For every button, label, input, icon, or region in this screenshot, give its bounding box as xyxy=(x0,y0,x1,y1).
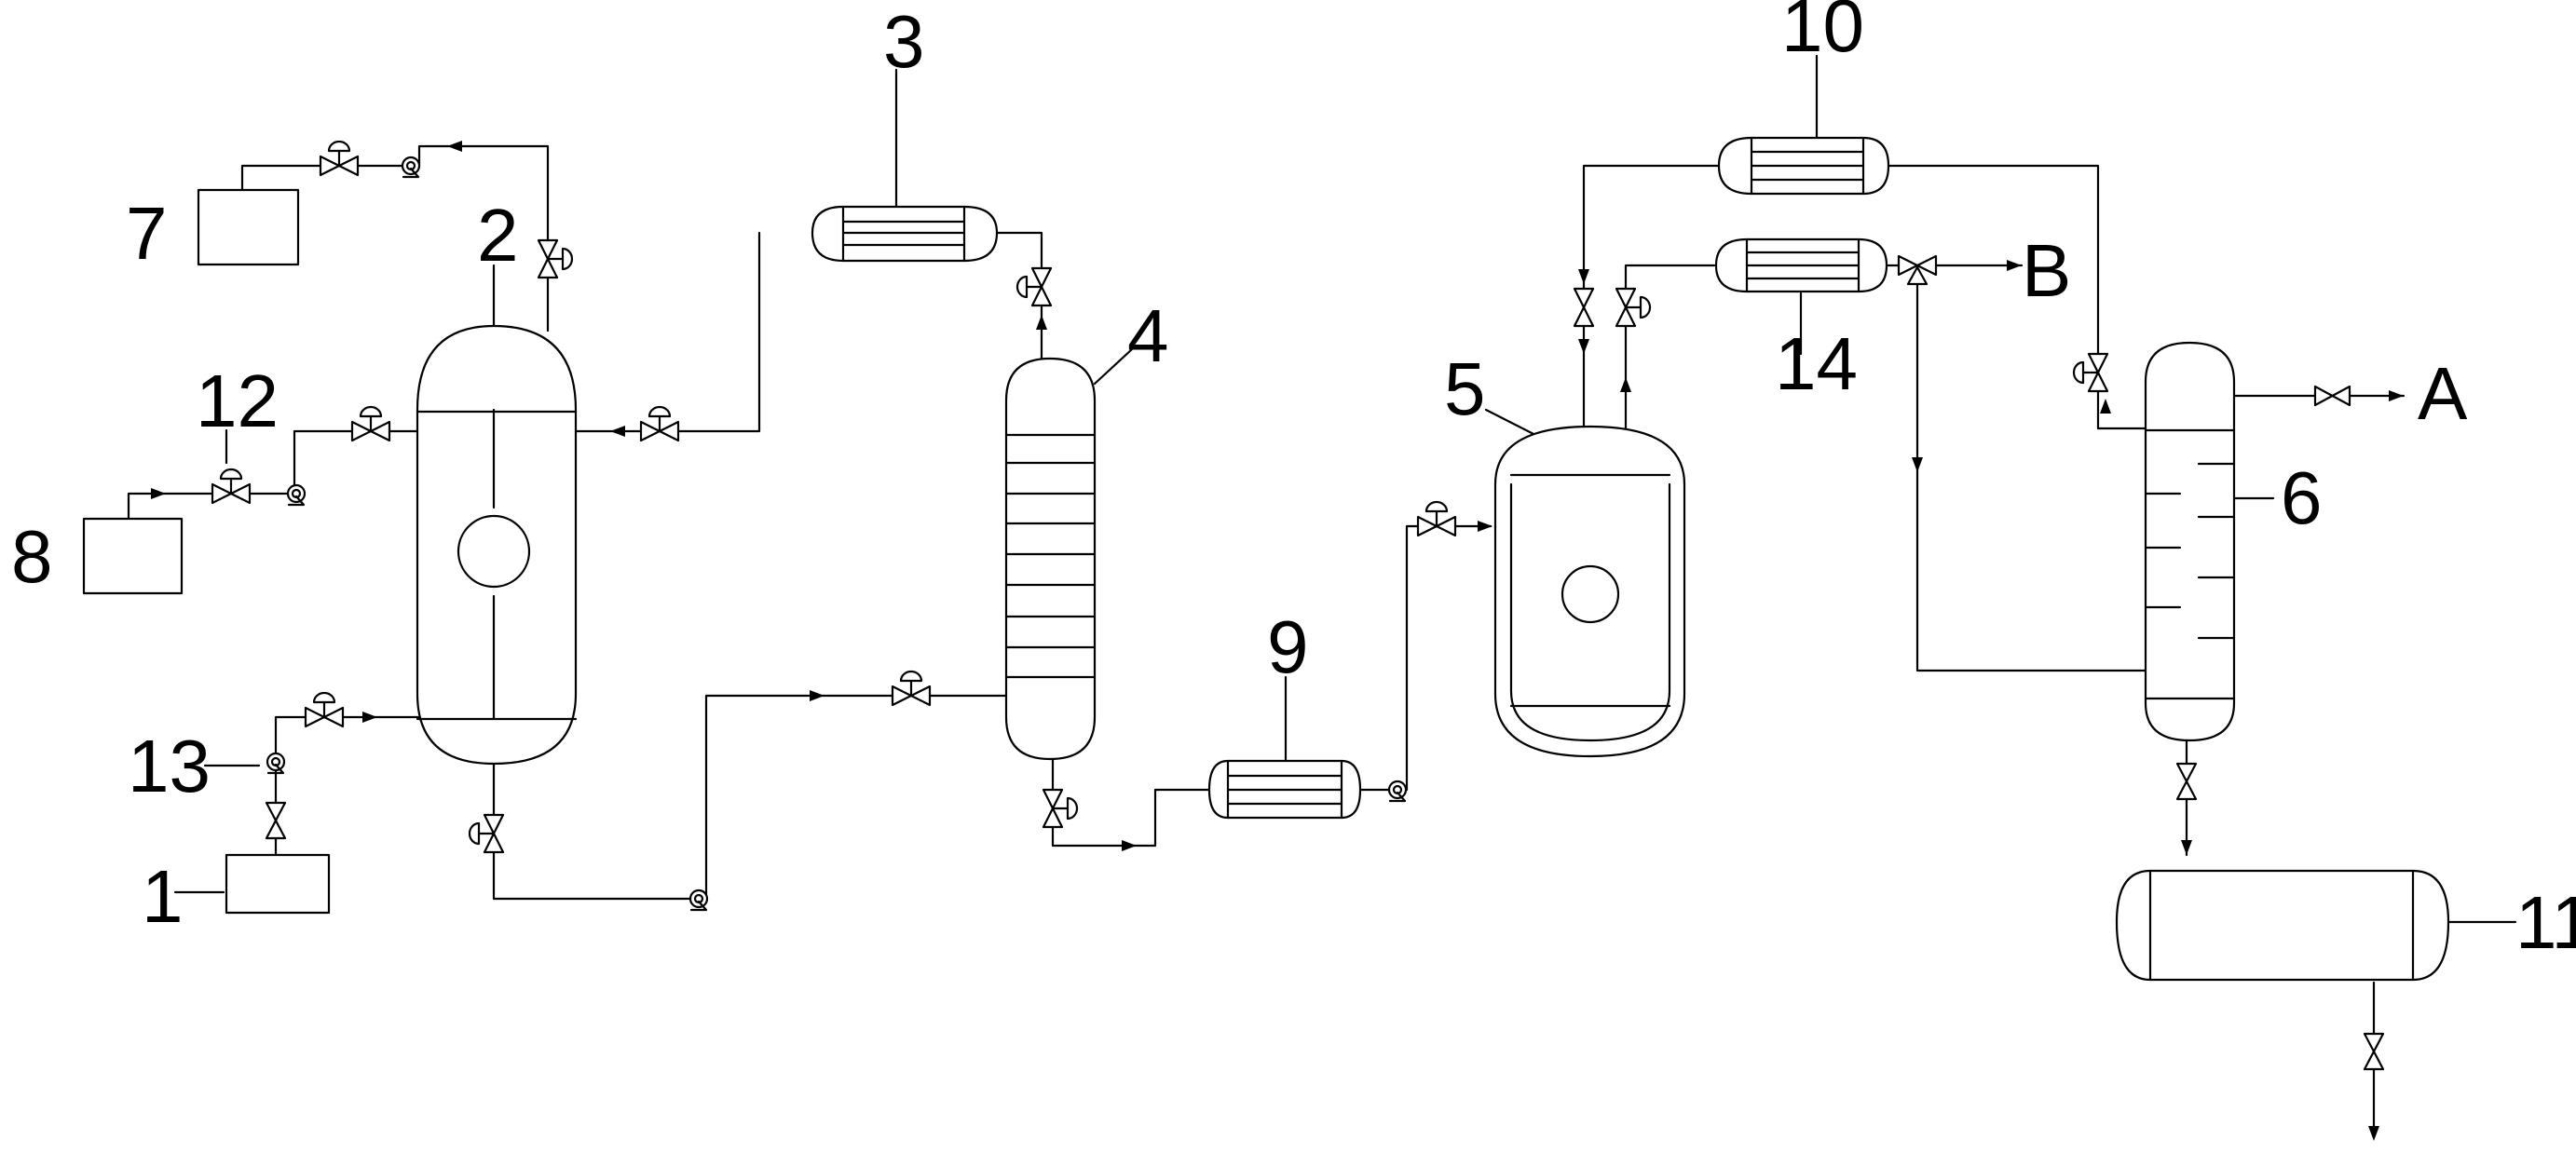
label-6: 6 xyxy=(2281,456,2323,539)
pipe-8-to-reactor-2 xyxy=(127,429,423,522)
control-valve-icon xyxy=(537,238,574,279)
pipe-condenser-3-to-reactor-2 xyxy=(574,231,761,433)
leader-4 xyxy=(1093,347,1134,386)
control-valve-icon xyxy=(211,468,252,505)
control-valve-icon xyxy=(1615,287,1652,328)
control-valve-icon xyxy=(1042,788,1079,829)
valve-icon xyxy=(2313,385,2351,407)
arrow-icon xyxy=(151,488,166,499)
label-14: 14 xyxy=(1775,322,1858,405)
label-8: 8 xyxy=(11,515,53,598)
control-valve-icon xyxy=(639,405,680,442)
arrow-icon xyxy=(2368,1126,2379,1141)
arrow-icon xyxy=(1122,840,1137,851)
tank-1 xyxy=(225,853,331,915)
label-13: 13 xyxy=(128,725,211,807)
arrow-icon xyxy=(1578,269,1589,284)
tank-8 xyxy=(82,517,184,595)
arrow-icon xyxy=(2181,840,2192,855)
leader-5 xyxy=(1484,408,1539,438)
label-3: 3 xyxy=(883,0,925,83)
exchanger-14 xyxy=(1714,237,1888,293)
arrow-icon xyxy=(1036,315,1047,330)
pipe-column-4-top-to-condenser-3 xyxy=(995,231,1043,362)
exchanger-9 xyxy=(1207,759,1362,820)
reactor-2 xyxy=(416,324,578,766)
pipe-exchanger-14-to-column-6 xyxy=(1915,264,2147,672)
tank-7 xyxy=(197,188,300,266)
control-valve-icon xyxy=(1015,266,1053,307)
label-9: 9 xyxy=(1267,605,1309,688)
arrow-icon xyxy=(447,141,462,152)
control-valve-icon xyxy=(2072,352,2109,393)
control-valve-icon xyxy=(304,691,345,728)
valve-icon xyxy=(265,801,287,840)
label-12: 12 xyxy=(196,359,279,442)
label-2: 2 xyxy=(477,194,519,277)
condenser-3 xyxy=(811,205,999,263)
arrow-icon xyxy=(2389,390,2404,401)
pipe-reactor-2-top-to-7 xyxy=(417,144,550,332)
arrow-icon xyxy=(610,426,625,437)
condenser-10 xyxy=(1717,136,1890,196)
three-way-valve-icon xyxy=(1897,254,1938,286)
label-B: B xyxy=(2022,229,2071,312)
control-valve-icon xyxy=(1416,500,1457,537)
tank-11 xyxy=(2115,869,2450,982)
valve-icon xyxy=(2363,1032,2385,1071)
pump-icon xyxy=(286,483,307,507)
arrow-icon xyxy=(1620,377,1631,392)
pump-icon xyxy=(688,888,709,912)
pipe-column-4-bottom-to-exchanger-9 xyxy=(1051,754,1213,848)
pipe-condenser-10-to-reactor-5 xyxy=(1582,164,1721,432)
label-10: 10 xyxy=(1781,0,1864,67)
control-valve-icon xyxy=(350,405,391,442)
pump-icon xyxy=(401,156,421,179)
label-7: 7 xyxy=(126,192,168,275)
label-11: 11 xyxy=(2515,881,2576,964)
reactor-5 xyxy=(1493,425,1686,758)
pipe-reactor-5-to-exchanger-14 xyxy=(1624,264,1716,432)
pump-icon xyxy=(1387,780,1408,803)
column-6 xyxy=(2144,341,2236,742)
control-valve-icon xyxy=(319,140,360,177)
pump-icon xyxy=(266,752,286,775)
flow-arrows xyxy=(151,141,2404,1141)
pipe-exchanger-9-to-reactor-5 xyxy=(1356,524,1492,792)
arrow-icon xyxy=(810,690,825,701)
control-valve-icon xyxy=(468,813,505,854)
label-1: 1 xyxy=(142,855,184,938)
label-5: 5 xyxy=(1444,347,1486,430)
valve-icon xyxy=(1573,287,1595,328)
arrow-icon xyxy=(2007,260,2022,271)
arrow-icon xyxy=(1478,521,1492,532)
arrow-icon xyxy=(1578,339,1589,354)
column-4 xyxy=(1004,357,1097,761)
control-valve-icon xyxy=(891,670,932,707)
arrow-icon xyxy=(362,712,377,723)
arrow-icon xyxy=(2100,399,2111,414)
pipe-condenser-10-to-column-6 xyxy=(1887,164,2147,430)
label-4: 4 xyxy=(1127,294,1169,377)
labels: 7 8 1 12 13 2 3 4 9 5 10 14 6 11 B A xyxy=(11,0,2576,964)
valve-icon xyxy=(2175,762,2198,801)
valves xyxy=(211,140,2385,1071)
pipe-1-to-reactor-2 xyxy=(274,715,421,859)
label-A: A xyxy=(2418,352,2468,435)
arrow-icon xyxy=(1912,457,1923,472)
pumps xyxy=(266,156,1408,912)
